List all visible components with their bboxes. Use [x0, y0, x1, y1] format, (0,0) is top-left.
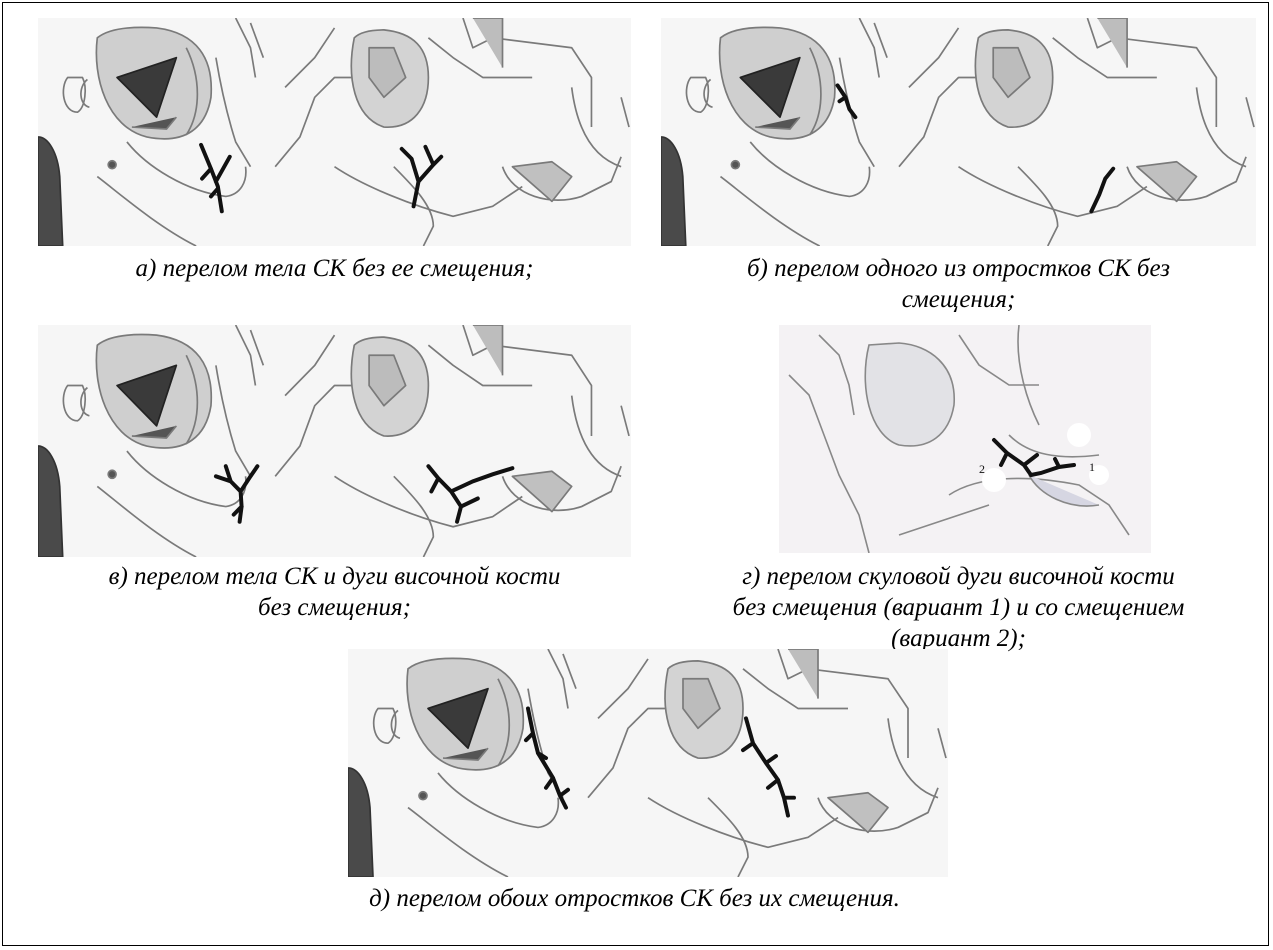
skull-diagram-a	[38, 18, 631, 246]
skull-diagram-v	[38, 325, 631, 557]
caption-g: г) перелом скуловой дуги височной кости …	[653, 561, 1264, 654]
panel-a-image	[38, 18, 631, 246]
skull-diagram-d	[348, 649, 948, 877]
variant-mark-1: 1	[1089, 460, 1095, 474]
variant-mark-2: 2	[979, 462, 985, 476]
panel-b-image	[661, 18, 1256, 246]
skull-diagram-b	[661, 18, 1256, 246]
panel-g-image: 2 1	[779, 325, 1151, 553]
skull-diagram-g: 2 1	[779, 325, 1151, 553]
panel-v-image	[38, 325, 631, 557]
caption-a: а) перелом тела СК без ее смещения;	[38, 253, 631, 284]
caption-b: б) перелом одного из отростков СК без см…	[653, 253, 1264, 315]
caption-d: д) перелом обоих отростков СК без их сме…	[18, 883, 1251, 914]
caption-v: в) перелом тела СК и дуги височной кости…	[18, 561, 651, 623]
panel-d-image	[348, 649, 948, 877]
